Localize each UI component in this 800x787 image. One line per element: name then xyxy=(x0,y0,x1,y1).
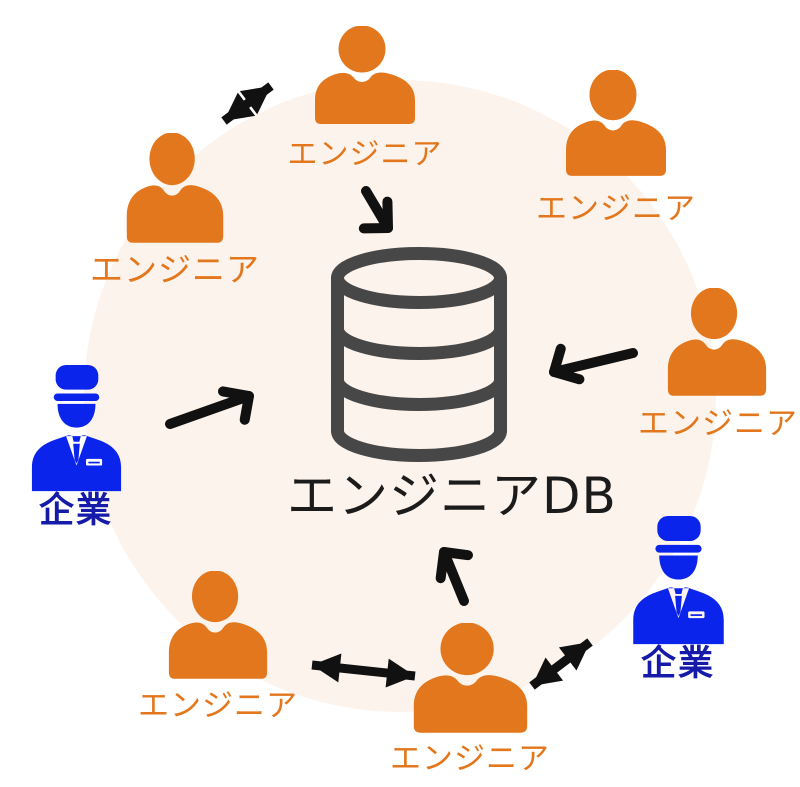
engineer-label: エンジニア xyxy=(90,250,260,289)
arrow-company-left-to-db xyxy=(165,386,254,429)
arrow-engineer-top-to-db xyxy=(358,186,393,234)
engineer-person-icon xyxy=(126,133,224,243)
engineer-person-icon xyxy=(667,288,767,396)
double-arrow-top-left-pair xyxy=(221,82,274,125)
company-person-icon xyxy=(31,365,121,492)
node-engineer-top-right: エンジニア xyxy=(536,70,696,226)
company-label: 企業 xyxy=(38,491,113,531)
company-person-icon xyxy=(632,516,724,645)
node-company-bottom-right: 企業 xyxy=(622,516,734,683)
company-label: 企業 xyxy=(640,644,715,684)
engineer-person-icon xyxy=(566,70,666,176)
node-engineer-right: エンジニア xyxy=(638,288,798,442)
node-engineer-db: エンジニアDB xyxy=(287,247,617,525)
arrow-engineer-bottom-to-db xyxy=(435,547,473,606)
double-arrow-bottom-right-pair xyxy=(529,638,593,690)
database-cylinder-icon xyxy=(331,247,507,462)
arrow-engineer-right-to-db xyxy=(549,343,638,385)
engineer-label: エンジニア xyxy=(287,137,443,172)
double-arrow-bottom-pair xyxy=(311,653,416,688)
engineer-person-icon xyxy=(413,623,527,733)
node-engineer-bottom-center: エンジニア xyxy=(390,623,550,776)
engineer-person-icon xyxy=(168,571,268,679)
engineer-label: エンジニア xyxy=(390,741,550,777)
engineer-label: エンジニア xyxy=(638,406,798,442)
engineer-person-icon xyxy=(315,26,415,124)
db-label: エンジニアDB xyxy=(287,467,617,525)
node-engineer-bottom-left: エンジニア xyxy=(138,571,298,723)
node-company-left: 企業 xyxy=(20,365,132,530)
engineer-label: エンジニア xyxy=(536,191,696,227)
engineer-label: エンジニア xyxy=(138,688,298,724)
node-engineer-top: エンジニア xyxy=(285,26,445,171)
node-engineer-top-left: エンジニア xyxy=(85,133,265,288)
